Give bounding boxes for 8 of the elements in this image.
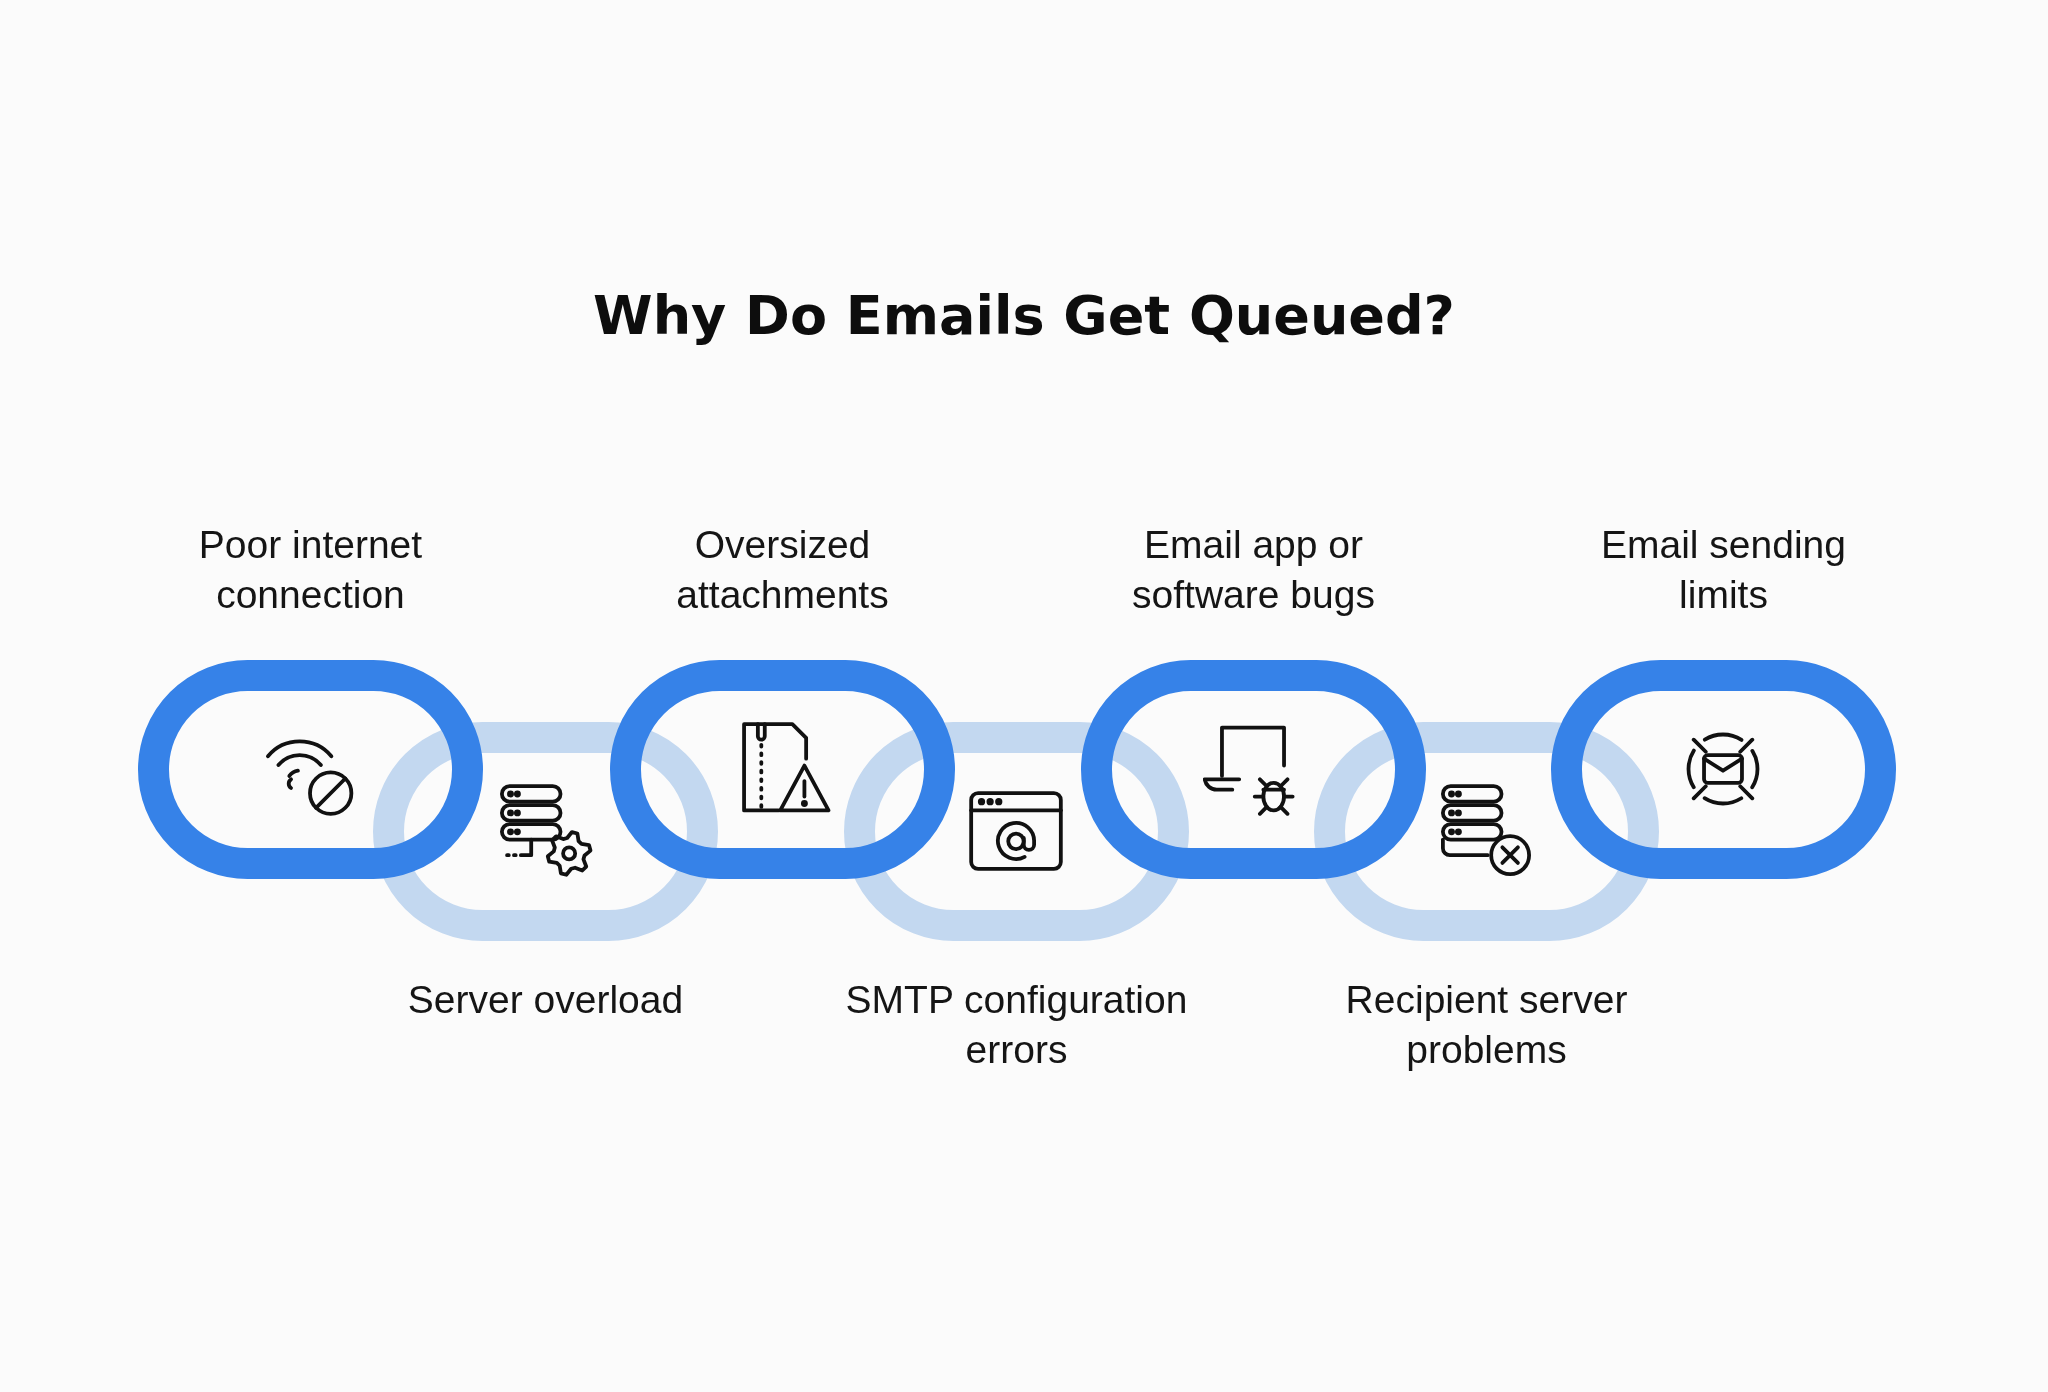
cause-label: Email app or software bugs	[1131, 522, 1376, 618]
diagram-title: Why Do Emails Get Queued?	[593, 284, 1455, 347]
cause-label: Email sending limits	[1600, 522, 1847, 618]
cause-label: Poor internet connection	[197, 522, 424, 618]
cause-label: Server overload	[407, 977, 684, 1023]
cause-label: Oversized attachments	[675, 522, 890, 618]
cause-label: SMTP configuration errors	[844, 977, 1189, 1073]
cause-label: Recipient server problems	[1344, 977, 1629, 1073]
